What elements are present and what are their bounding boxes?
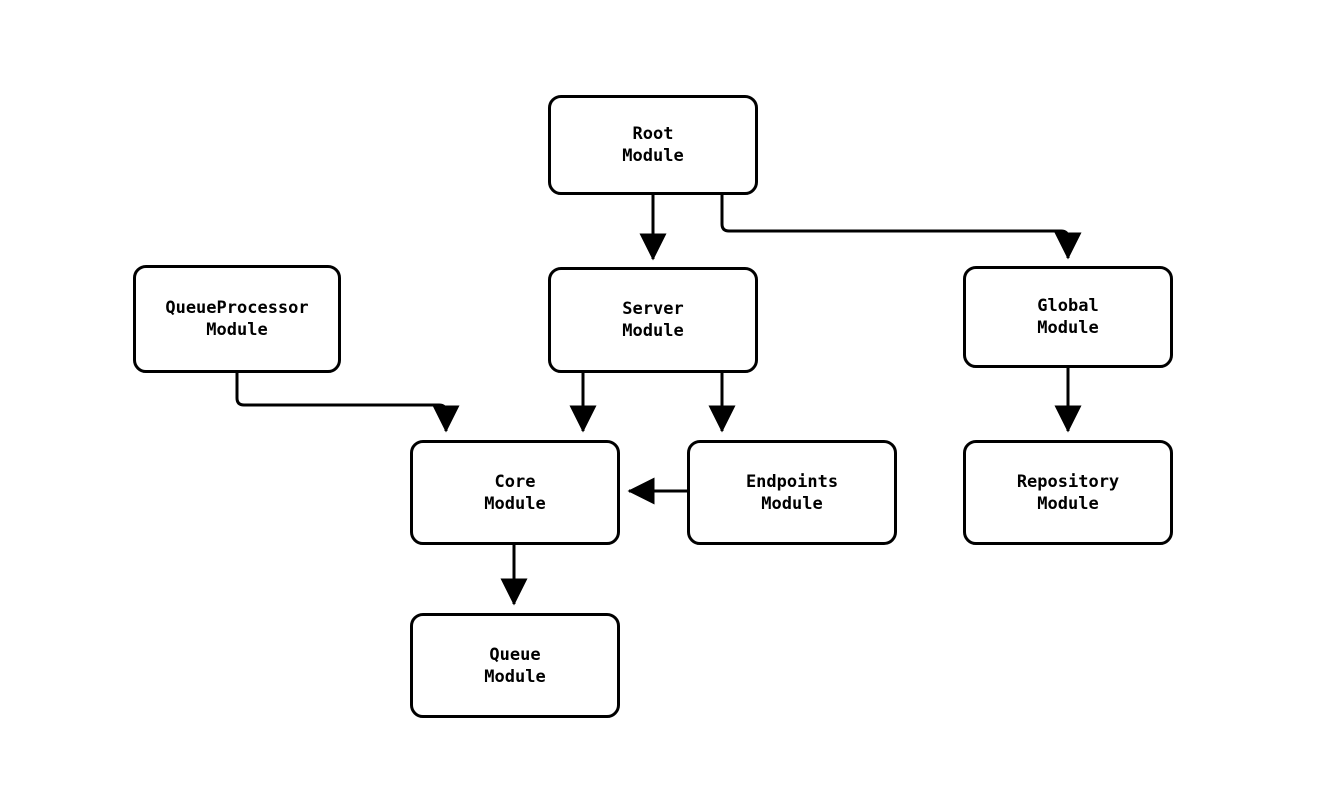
node-core-title: Core: [494, 471, 536, 492]
node-core[interactable]: Core Module: [410, 440, 620, 545]
node-global-subtitle: Module: [1037, 318, 1099, 338]
node-queue-title: Queue: [489, 644, 541, 665]
node-endpoints-title: Endpoints: [745, 471, 839, 492]
node-queueprocessor[interactable]: QueueProcessor Module: [133, 265, 341, 373]
node-core-subtitle: Module: [484, 493, 546, 514]
node-queueprocessor-subtitle: Module: [206, 320, 268, 340]
node-root-title: Root: [632, 124, 674, 144]
node-server-title: Server: [622, 299, 684, 319]
node-queue[interactable]: Queue Module: [410, 613, 620, 718]
node-repository-title: Repository: [1016, 471, 1120, 492]
node-root-subtitle: Module: [622, 146, 684, 166]
node-queue-subtitle: Module: [484, 666, 546, 687]
node-root[interactable]: Root Module: [548, 95, 758, 195]
node-endpoints[interactable]: Endpoints Module: [687, 440, 897, 545]
node-global-title: Global: [1037, 296, 1099, 316]
node-endpoints-subtitle: Module: [761, 493, 823, 514]
node-server-subtitle: Module: [622, 321, 684, 341]
edge-queueprocessor-core: [235, 373, 460, 433]
node-repository-subtitle: Module: [1037, 493, 1099, 514]
node-queueprocessor-title: QueueProcessor: [165, 298, 309, 318]
node-global[interactable]: Global Module: [963, 266, 1173, 368]
node-repository[interactable]: Repository Module: [963, 440, 1173, 545]
edge-root-global: [720, 195, 1082, 260]
node-server[interactable]: Server Module: [548, 267, 758, 373]
